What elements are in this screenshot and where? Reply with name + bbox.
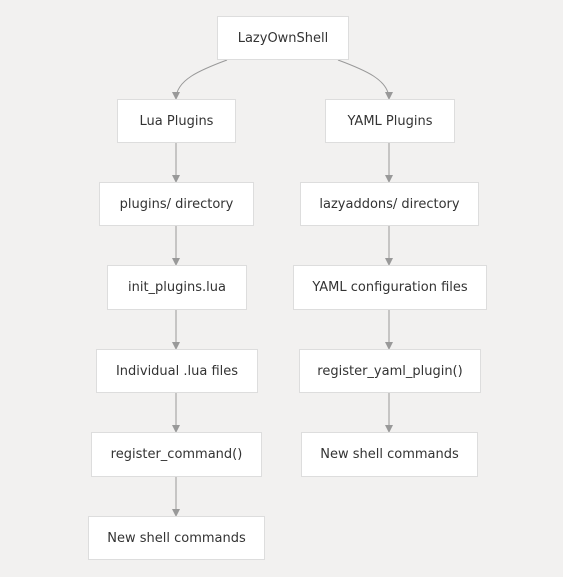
node-plugins-directory: plugins/ directory xyxy=(99,182,254,226)
node-yaml-plugins: YAML Plugins xyxy=(325,99,455,143)
node-yaml-configuration-files: YAML configuration files xyxy=(293,265,487,310)
node-yaml-new-shell-commands: New shell commands xyxy=(301,432,478,477)
node-lazyaddons-directory: lazyaddons/ directory xyxy=(300,182,479,226)
edge-root-to-yaml-plugins xyxy=(337,59,393,100)
node-lua-plugins: Lua Plugins xyxy=(117,99,236,143)
edge-root-to-lua-plugins xyxy=(172,59,228,100)
node-init-plugins-lua: init_plugins.lua xyxy=(107,265,247,310)
node-lazyownshell: LazyOwnShell xyxy=(217,16,349,60)
node-register-command: register_command() xyxy=(91,432,262,477)
node-register-yaml-plugin: register_yaml_plugin() xyxy=(299,349,481,393)
node-individual-lua-files: Individual .lua files xyxy=(96,349,258,393)
node-lua-new-shell-commands: New shell commands xyxy=(88,516,265,560)
